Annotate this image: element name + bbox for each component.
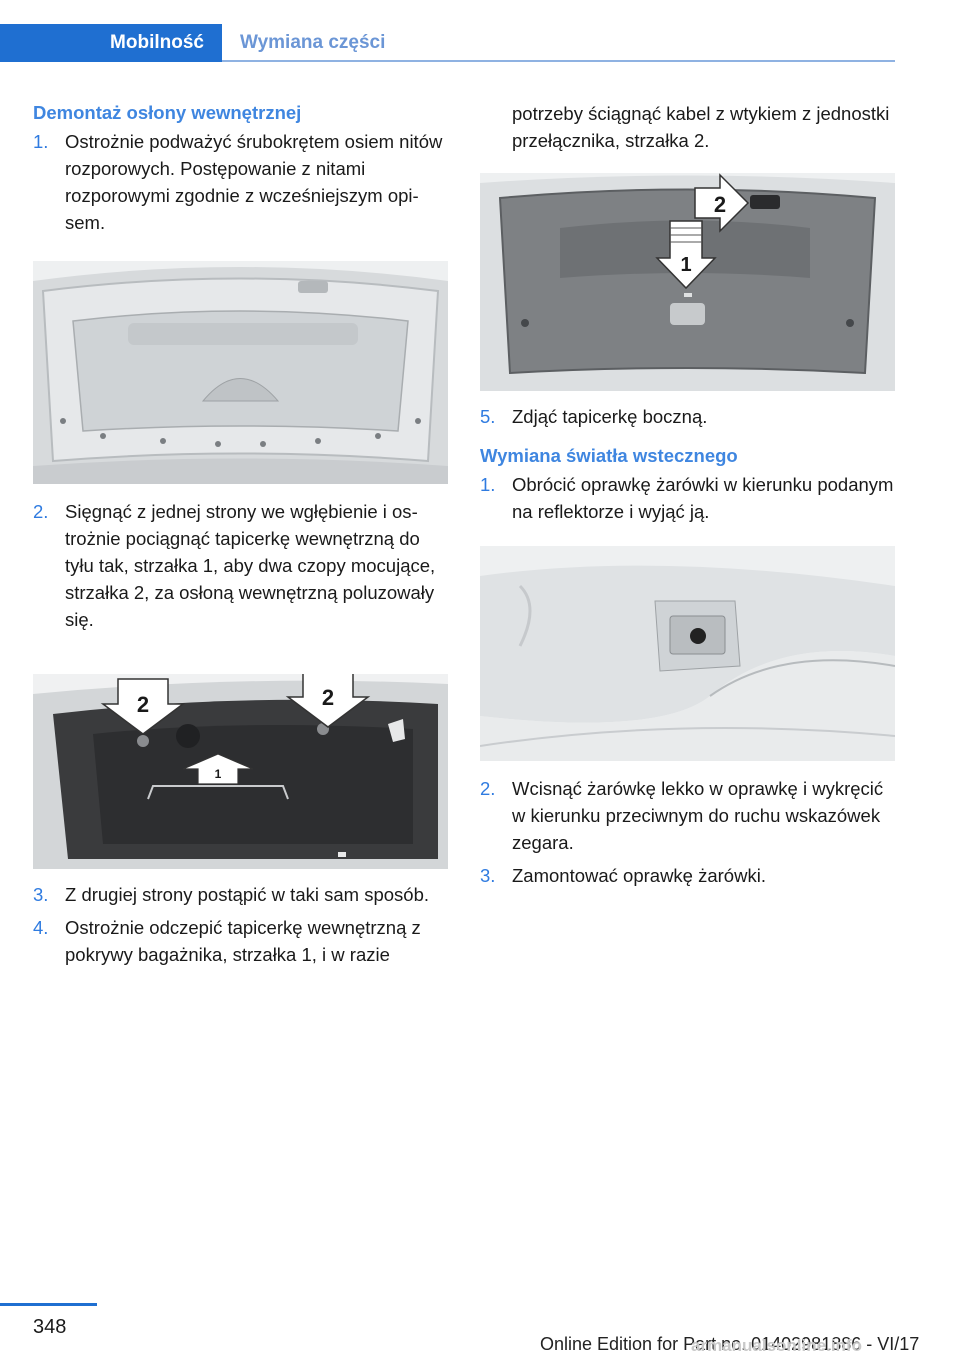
step-text: Zamontować oprawkę żarówki.: [512, 865, 766, 886]
step-text: Wcisnąć żarówkę lekko w oprawkę i wykrę­…: [512, 778, 884, 853]
header-divider: [222, 60, 895, 62]
arrow-label-1: 1: [215, 767, 222, 781]
inner-cover-illustration: 2 2 1: [33, 674, 448, 869]
step-item: 3. Zamontować oprawkę żarówki.: [480, 862, 895, 889]
footer-divider: [0, 1303, 97, 1306]
watermark-text: armanualsonline.info: [691, 1336, 862, 1355]
step-text: Ostrożnie podważyć śrubokrętem osiem nit…: [65, 131, 443, 233]
step-item: 1. Obrócić oprawkę żarówki w kierunku po…: [480, 471, 895, 525]
step-number: 2.: [480, 778, 496, 799]
arrow-1-up-icon: [182, 753, 254, 785]
step-item: 3. Z drugiej strony postąpić w taki sam …: [33, 881, 448, 908]
step-number: 5.: [480, 406, 496, 427]
right-column: potrzeby ściągnąć kabel z wtykiem z jed­…: [480, 100, 895, 889]
step-item: 2. Wcisnąć żarówkę lekko w oprawkę i wyk…: [480, 775, 895, 856]
step-number: 1.: [33, 131, 49, 152]
step-item: 2. Sięgnąć z jednej strony we wgłębienie…: [33, 498, 448, 633]
step-item: 5. Zdjąć tapicerkę boczną.: [480, 403, 895, 430]
step-number: 3.: [480, 865, 496, 886]
arrow-1-down-icon: [655, 220, 717, 290]
tab-mobilnosc[interactable]: Mobilność: [0, 24, 222, 62]
arrow-2-right-pointing-icon: [694, 173, 750, 233]
arrow-label-1: 1: [680, 254, 691, 276]
step-text: Sięgnąć z jednej strony we wgłębienie i …: [65, 501, 436, 630]
figure-bulb-holder: [480, 546, 895, 761]
trunk-lid-illustration: [33, 261, 448, 484]
figure-inner-cover-arrows: 2 2 1: [33, 674, 448, 869]
page-number: 348: [33, 1316, 67, 1338]
section-heading-reverse-light: Wymiana światła wstecznego: [480, 445, 738, 466]
arrow-label-2: 2: [714, 192, 726, 217]
tab-mobilnosc-label: Mobilność: [110, 32, 204, 53]
arrow-label-2b: 2: [322, 685, 334, 710]
step-continuation: potrzeby ściągnąć kabel z wtykiem z jed­…: [480, 100, 895, 154]
step-text: Z drugiej strony postąpić w taki sam spo…: [65, 884, 429, 905]
tab-wymiana-czesci[interactable]: Wymiana części: [240, 24, 385, 62]
step-number: 3.: [33, 884, 49, 905]
arrow-label-2a: 2: [137, 692, 149, 717]
cable-connector-illustration: 2 1: [480, 173, 895, 391]
step-text: Zdjąć tapicerkę boczną.: [512, 406, 708, 427]
step-number: 2.: [33, 501, 49, 522]
bulb-holder-illustration: [480, 546, 895, 761]
figure-trunk-lid-cover: [33, 261, 448, 484]
step-text: Ostrożnie odczepić tapicerkę wewnętrzną …: [65, 917, 421, 965]
figure-cable-connector: 2 1: [480, 173, 895, 391]
step-number: 4.: [33, 917, 49, 938]
edition-text: Online Edition for Part no. 01402981886 …: [540, 1334, 920, 1354]
step-text: potrzeby ściągnąć kabel z wtykiem z jed­…: [512, 103, 890, 151]
section-heading-removal: Demontaż osłony wewnętrznej: [33, 102, 302, 123]
arrow-2-left-icon: [100, 678, 186, 735]
step-number: 1.: [480, 474, 496, 495]
arrow-2-right-icon: [285, 674, 371, 728]
step-item: 4. Ostrożnie odczepić tapicerkę wewnętrz…: [33, 914, 448, 968]
step-item: 1. Ostrożnie podważyć śrubokrętem osiem …: [33, 128, 448, 236]
left-column: Demontaż osłony wewnętrznej 1. Ostrożnie…: [33, 100, 448, 968]
tab-wymiana-czesci-label: Wymiana części: [240, 32, 386, 53]
step-text: Obrócić oprawkę żarówki w kierunku pod­a…: [512, 474, 894, 522]
page-header: Mobilność Wymiana części: [0, 0, 895, 62]
